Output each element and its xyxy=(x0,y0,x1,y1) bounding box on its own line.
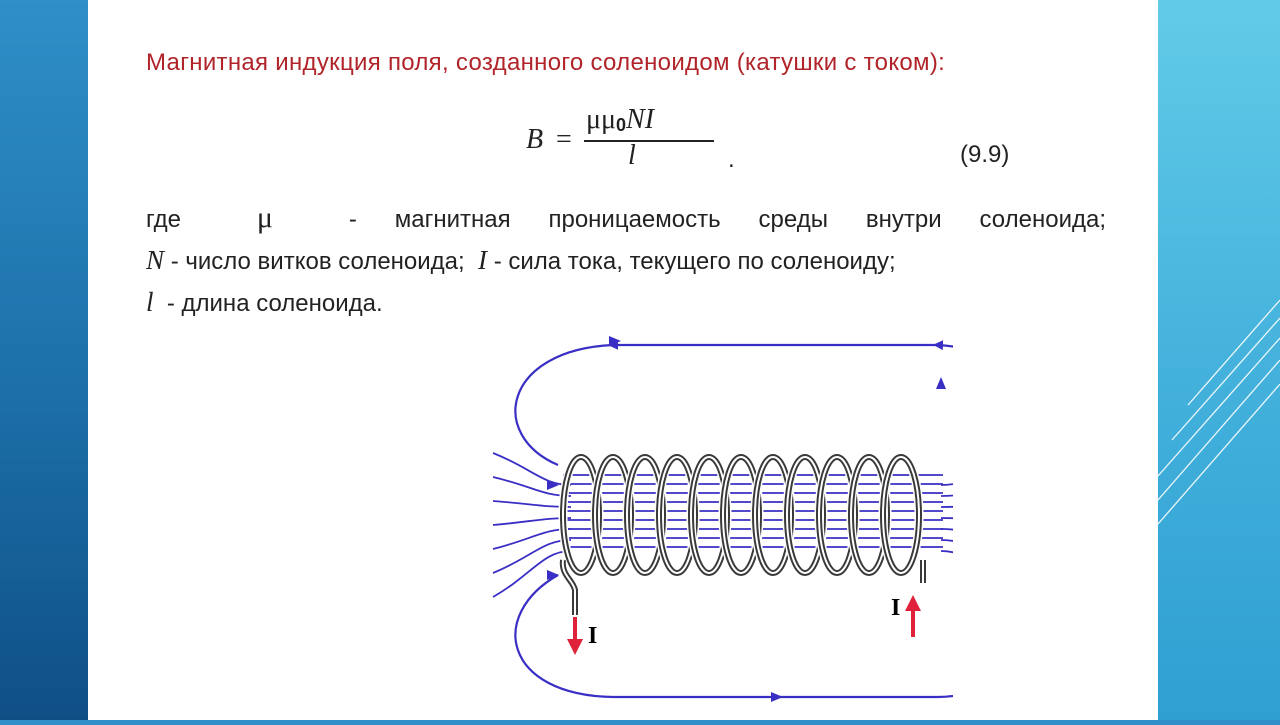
field-arrow xyxy=(547,570,559,580)
right-fan-field-line xyxy=(940,517,953,520)
field-arrow xyxy=(771,692,783,702)
bottom-outer-field-loop xyxy=(514,574,953,699)
formula-subscript-zero: 0 xyxy=(616,115,627,135)
slide-content: Магнитная индукция поля, созданного соле… xyxy=(88,0,1158,720)
left-fan-field-line xyxy=(492,476,572,497)
right-fan-field-line xyxy=(940,539,953,542)
symbol-mu: μ xyxy=(256,201,273,234)
current-arrows xyxy=(567,595,921,655)
symbol-n: N xyxy=(146,245,165,275)
desc-n-text: - число витков соленоида; xyxy=(170,248,465,275)
field-arrow xyxy=(936,377,946,389)
desc-line-1: где μ - магнитная проницаемость среды вн… xyxy=(146,198,1106,240)
current-label-left: I xyxy=(588,623,597,649)
right-fan-field-line xyxy=(940,483,953,486)
equation-number: (9.9) xyxy=(960,141,1010,168)
desc-mu-text: - магнитная проницаемость среды внутри с… xyxy=(348,206,1107,233)
solenoid-coil xyxy=(558,452,924,578)
formula-equals: = xyxy=(556,124,572,155)
decorative-side-panel xyxy=(1157,0,1280,720)
decorative-lines-icon xyxy=(1157,299,1280,525)
symbol-i: I xyxy=(478,245,488,275)
left-fan-field-line xyxy=(492,550,572,598)
coil-leads xyxy=(559,559,926,615)
field-arrow xyxy=(609,336,621,346)
top-outer-field-loop xyxy=(514,339,953,467)
desc-i-text: - сила тока, текущего по соленоиду; xyxy=(493,248,896,275)
right-fan-field-line xyxy=(940,494,953,497)
current-label-right: I xyxy=(891,595,900,621)
solenoid-field-diagram: II xyxy=(492,336,953,702)
right-fan-field-line xyxy=(940,550,953,554)
desc-line-3: l - длина соленоида. xyxy=(146,282,1106,324)
solenoid-formula: B = μμ0NI l xyxy=(526,104,714,174)
variable-description: где μ - магнитная проницаемость среды вн… xyxy=(146,198,1106,324)
formula-numerator: μμ0NI xyxy=(586,104,654,136)
formula-dot: . xyxy=(728,146,735,173)
field-arrow xyxy=(547,480,559,490)
left-lead-inner xyxy=(561,559,576,615)
right-fan-field-line xyxy=(940,505,953,508)
formula-denominator: l xyxy=(628,140,636,171)
formula-mu-mu: μμ xyxy=(586,104,617,135)
symbol-l: l xyxy=(146,287,154,317)
desc-line-2: N - число витков соленоида; I - сила ток… xyxy=(146,240,1106,282)
slide-heading: Магнитная индукция поля, созданного соле… xyxy=(146,49,946,76)
fraction-bar xyxy=(584,140,714,142)
right-fan-field-line xyxy=(940,528,953,531)
desc-where: где xyxy=(146,206,182,233)
formula-ni: NI xyxy=(626,104,655,135)
desc-l-text: - длина соленоида. xyxy=(166,290,383,317)
coil-turn-inner xyxy=(882,456,920,574)
formula-lhs: B xyxy=(526,124,544,155)
